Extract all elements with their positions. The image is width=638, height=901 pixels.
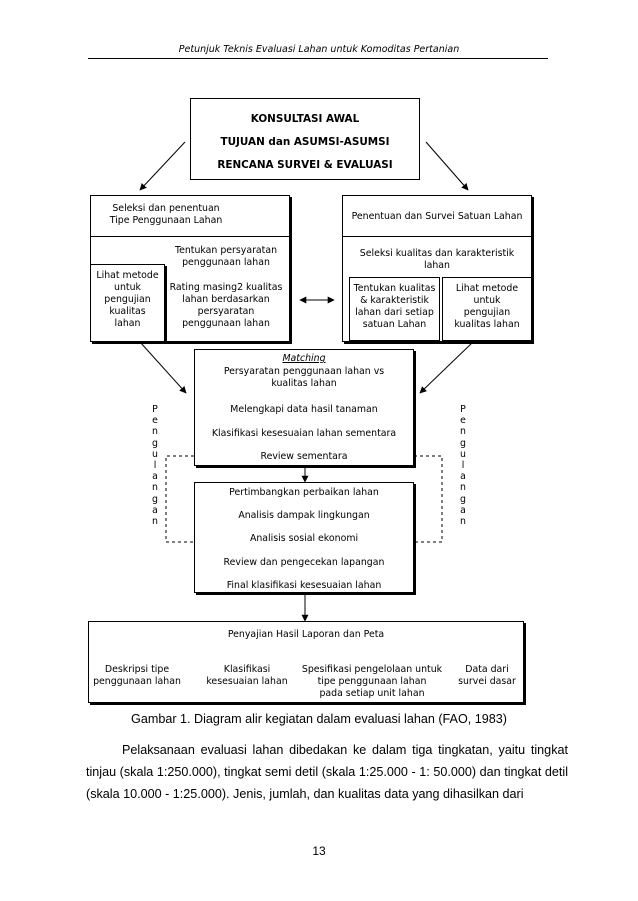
label-provisional-classification: Klasifikasi kesesuaian lahan sementara xyxy=(211,428,397,439)
feedback-loop-left xyxy=(165,455,194,543)
label-land-use-description: Deskripsi tipe penggunaan lahan xyxy=(93,664,181,687)
label-select-qualities: Seleksi kualitas dan karakteristik lahan xyxy=(359,248,515,271)
label-left-methods: Lihat metode untuk pengujian kualitas la… xyxy=(96,270,159,329)
label-objectives: TUJUAN dan ASUMSI-ASUMSI xyxy=(220,136,390,148)
label-management-specification: Spesifikasi pengelolaan untuk tipe pengg… xyxy=(301,664,443,699)
label-right-methods: Lihat metode untuk pengujian kualitas la… xyxy=(454,283,520,330)
label-environmental-impact: Analisis dampak lingkungan xyxy=(238,510,370,521)
label-socio-economic: Analisis sosial ekonomi xyxy=(249,533,359,544)
label-provisional-review: Review sementara xyxy=(260,451,348,462)
analysis-box: Pertimbangkan perbaikan lahan Analisis d… xyxy=(194,482,414,593)
label-presentation: Penyajian Hasil Laporan dan Peta xyxy=(227,629,385,640)
right-methods-box: Lihat metode untuk pengujian kualitas la… xyxy=(442,277,532,341)
arrow-to-right-panel xyxy=(425,141,469,191)
matching-box: Matching Persyaratan penggunaan lahan vs… xyxy=(194,349,414,466)
arrow-right-to-matching xyxy=(419,341,474,394)
initial-consultation-box: KONSULTASI AWAL TUJUAN dan ASUMSI-ASUMSI… xyxy=(190,98,420,180)
running-header: Petunjuk Teknis Evaluasi Lahan untuk Kom… xyxy=(178,44,460,55)
label-determine-requirements: Tentukan persyaratan penggunaan lahan xyxy=(174,245,278,268)
output-box: Penyajian Hasil Laporan dan Peta Deskrip… xyxy=(88,621,524,703)
label-land-unit-survey: Penentuan dan Survei Satuan Lahan xyxy=(351,211,523,222)
label-land-use-selection: Seleksi dan penentuan Tipe Penggunaan La… xyxy=(109,203,223,226)
arrow-left-to-matching xyxy=(139,341,187,394)
arrow-to-left-panel xyxy=(139,141,186,191)
label-rating-qualities: Rating masing2 kualitas lahan berdasarka… xyxy=(169,282,283,329)
panel-divider xyxy=(91,236,289,237)
label-final-classification: Final klasifikasi kesesuaian lahan xyxy=(226,580,382,591)
label-determine-qualities: Tentukan kualitas & karakteristik lahan … xyxy=(353,283,436,330)
label-survey-plan: RENCANA SURVEI & EVALUASI xyxy=(217,159,393,171)
feedback-loop-right xyxy=(414,455,443,543)
label-basic-survey-data: Data dari survei dasar xyxy=(458,664,516,687)
header-rule xyxy=(88,58,548,59)
determine-qualities-box: Tentukan kualitas & karakteristik lahan … xyxy=(349,277,440,341)
panel-divider xyxy=(343,236,531,237)
label-complete-yield-data: Melengkapi data hasil tanaman xyxy=(230,404,378,415)
label-matching: Matching xyxy=(282,353,326,364)
figure-caption: Gambar 1. Diagram alir kegiatan dalam ev… xyxy=(131,712,507,726)
left-methods-box: Lihat metode untuk pengujian kualitas la… xyxy=(90,264,165,342)
page-number: 13 xyxy=(312,844,326,858)
label-initial-consultation: KONSULTASI AWAL xyxy=(250,113,360,125)
label-requirements-vs-qualities: Persyaratan penggunaan lahan vs kualitas… xyxy=(223,366,385,389)
label-suitability-classification: Klasifikasi kesesuaian lahan xyxy=(206,664,288,687)
label-land-improvement: Pertimbangkan perbaikan lahan xyxy=(229,487,379,498)
body-paragraph: Pelaksanaan evaluasi lahan dibedakan ke … xyxy=(86,743,568,801)
label-field-check: Review dan pengecekan lapangan xyxy=(223,557,385,568)
